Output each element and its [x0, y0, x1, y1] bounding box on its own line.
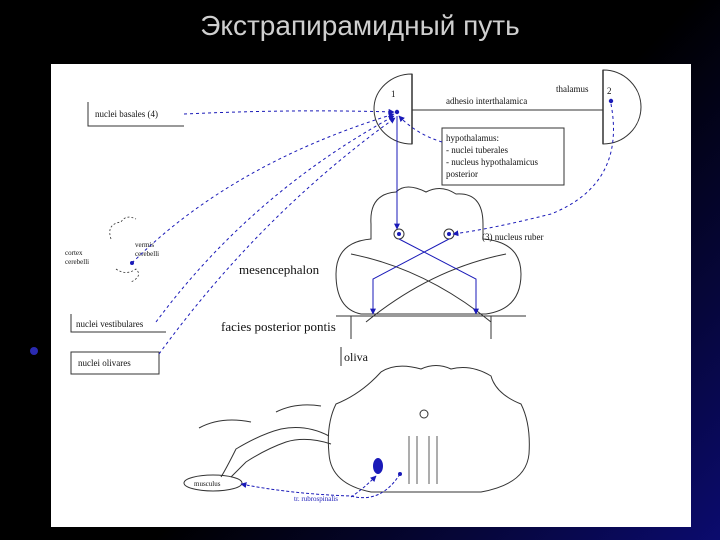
nuclei-basales-box: nuclei basales (4) — [87, 102, 184, 127]
nerve-root — [198, 404, 332, 478]
slide-title: Экстрапирамидный путь — [200, 10, 520, 41]
cerebellum-shape: cortex cerebelli vermis cerebelli — [65, 216, 159, 283]
right-thalamus-mark: 2 — [607, 86, 612, 96]
diagram-panel: 1 2 adhesio interthalamica thalamus nucl… — [51, 64, 691, 527]
pathways — [131, 103, 614, 499]
left-thalamus: 1 — [373, 73, 413, 145]
hypothalamus-label-4: posterior — [446, 169, 478, 179]
right-ruber-node — [447, 232, 451, 236]
nuclei-olivares-box: nuclei olivares — [70, 351, 160, 375]
musculus-box: musculus — [183, 474, 243, 492]
oliva-label: oliva — [344, 350, 369, 364]
vermis-label: vermis — [135, 241, 154, 249]
cortex-label: cortex — [65, 249, 83, 257]
bullet-icon — [30, 347, 38, 355]
thalamus-label: thalamus — [556, 84, 589, 94]
spinal-cord-shape — [327, 365, 530, 493]
musculus-label: musculus — [194, 480, 221, 488]
adhesio-label: adhesio interthalamica — [446, 96, 527, 106]
nucleus-ruber-label: (3) nucleus ruber — [482, 232, 543, 242]
right-thalamus: 2 — [602, 69, 642, 145]
mesencephalon-shape: (3) nucleus ruber mesencephalon — [239, 186, 543, 323]
facies-posterior-pontis-label: facies posterior pontis — [221, 319, 336, 334]
tract-spot — [373, 458, 383, 474]
mesencephalon-label: mesencephalon — [239, 262, 320, 277]
nuclei-olivares-label: nuclei olivares — [78, 358, 131, 368]
extrapyramidal-diagram: 1 2 adhesio interthalamica thalamus nucl… — [65, 69, 642, 503]
nuclei-basales-label: nuclei basales (4) — [95, 109, 158, 119]
hypothalamus-label-2: - nuclei tuberales — [446, 145, 508, 155]
left-thalamus-node — [394, 109, 400, 115]
left-ruber-node — [397, 232, 401, 236]
pons-line: facies posterior pontis — [221, 315, 526, 339]
tr-rubrospinalis-label: tr. rubrospinalis — [294, 495, 338, 503]
cerebelli-label: cerebelli — [65, 258, 89, 266]
hypothalamus-label-3: - nucleus hypothalamicus — [446, 157, 538, 167]
right-thalamus-node — [608, 98, 614, 104]
cerebelli-2-label: cerebelli — [135, 250, 159, 258]
left-thalamus-mark: 1 — [391, 89, 396, 99]
nuclei-vestibulares-label: nuclei vestibulares — [76, 319, 144, 329]
hypothalamus-label-1: hypothalamus: — [446, 133, 499, 143]
hypothalamus-box: hypothalamus: - nuclei tuberales - nucle… — [441, 127, 565, 186]
nuclei-vestibulares-box: nuclei vestibulares — [70, 314, 166, 333]
